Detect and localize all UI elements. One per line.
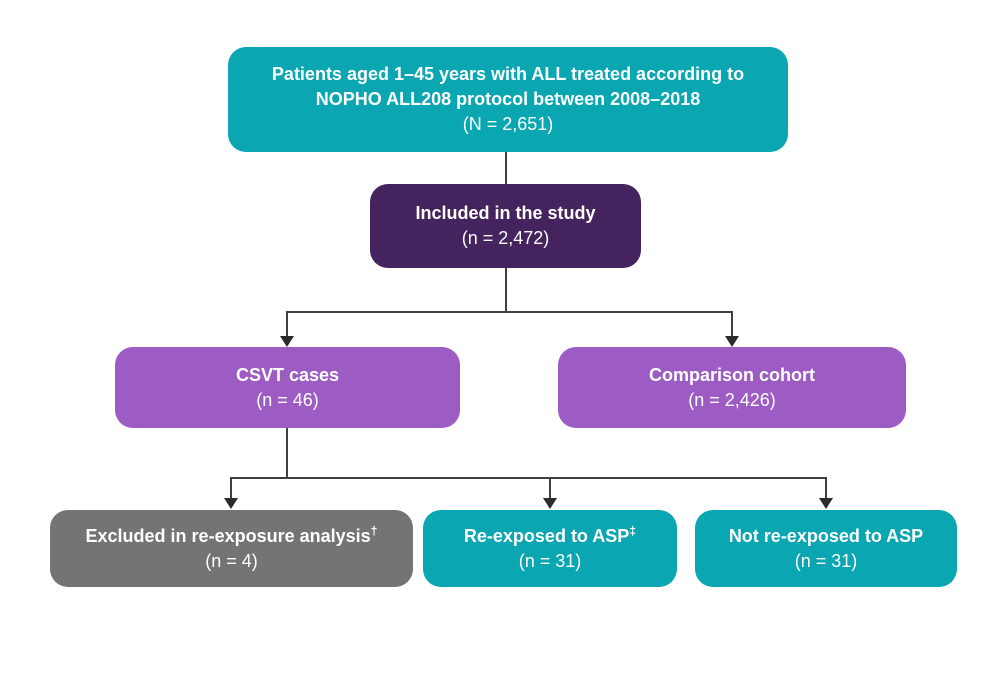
connector-to-csvt — [286, 311, 288, 337]
box-count: (n = 46) — [256, 389, 319, 410]
box-count: (N = 2,651) — [462, 113, 554, 134]
flow-box-population: Patients aged 1–45 years with ALL treate… — [228, 47, 788, 152]
arrow-down-icon — [725, 336, 739, 347]
connector-included-stem — [505, 268, 507, 313]
box-title-text: Re-exposed to ASP — [463, 525, 630, 546]
box-count: (n = 31) — [794, 550, 858, 571]
flow-box-reexposed-asp: Re-exposed to ASP‡ (n = 31) — [423, 510, 677, 587]
box-title-line: Comparison cohort — [648, 364, 815, 385]
connector-branch-row2 — [286, 311, 733, 313]
arrow-down-icon — [543, 498, 557, 509]
box-count: (n = 4) — [205, 550, 258, 571]
connector-to-not-reexposed — [825, 477, 827, 499]
box-title-line: Patients aged 1–45 years with ALL treate… — [271, 64, 745, 85]
box-title-text: Excluded in re-exposure analysis — [85, 525, 371, 546]
box-title-line: NOPHO ALL208 protocol between 2008–2018 — [315, 89, 701, 110]
flow-box-included: Included in the study (n = 2,472) — [370, 184, 641, 268]
dagger-footnote-marker: † — [370, 523, 378, 538]
arrow-down-icon — [280, 336, 294, 347]
connector-to-reexposed — [549, 477, 551, 499]
flow-box-not-reexposed-asp: Not re-exposed to ASP (n = 31) — [695, 510, 957, 587]
connector-to-excluded — [230, 477, 232, 499]
connector-population-to-included — [505, 152, 507, 184]
box-title-line: Not re-exposed to ASP — [728, 525, 924, 546]
arrow-down-icon — [819, 498, 833, 509]
box-title-line: Included in the study — [415, 203, 596, 224]
double-dagger-footnote-marker: ‡ — [629, 523, 637, 538]
flow-box-csvt-cases: CSVT cases (n = 46) — [115, 347, 460, 428]
box-title-line: Re-exposed to ASP‡ — [464, 524, 636, 549]
flow-box-excluded-reexposure: Excluded in re-exposure analysis† (n = 4… — [50, 510, 413, 587]
box-count: (n = 2,472) — [461, 228, 550, 248]
connector-to-comparison — [731, 311, 733, 337]
box-title-line: Excluded in re-exposure analysis† — [86, 524, 378, 549]
box-count: (n = 2,426) — [688, 389, 776, 410]
box-title-line: CSVT cases — [235, 364, 340, 385]
box-count: (n = 31) — [518, 550, 582, 571]
connector-csvt-stem — [286, 428, 288, 479]
connector-branch-row3 — [230, 477, 827, 479]
arrow-down-icon — [224, 498, 238, 509]
flow-box-comparison-cohort: Comparison cohort (n = 2,426) — [558, 347, 906, 428]
